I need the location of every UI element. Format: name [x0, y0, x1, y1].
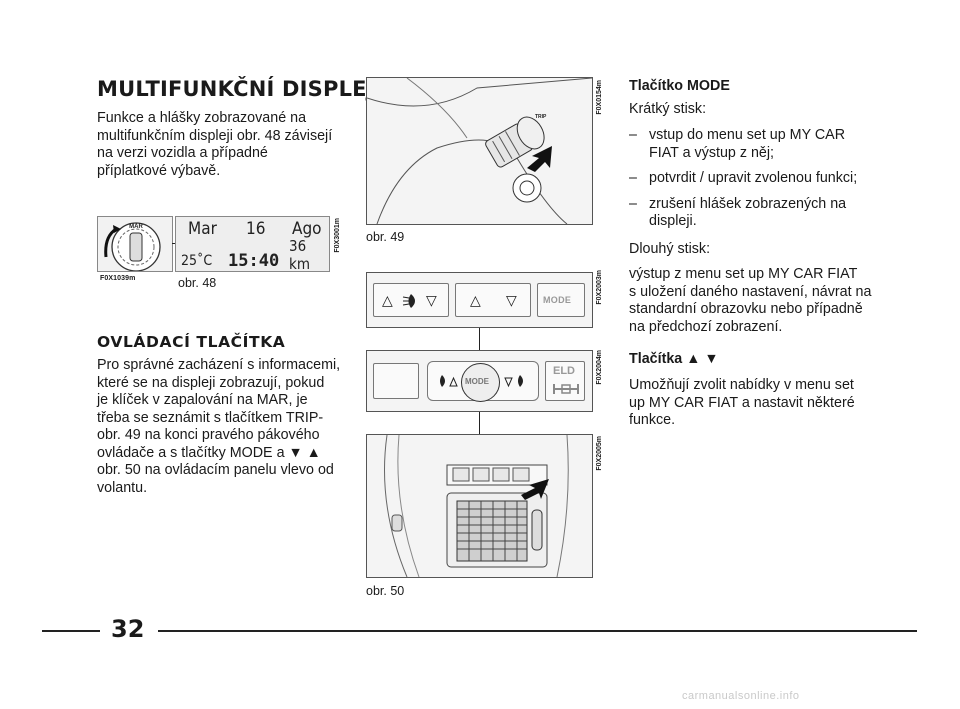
- differential-lock-icon: [553, 384, 579, 394]
- headlight-icon: [402, 294, 415, 308]
- figure-code: F0X0154m: [596, 80, 603, 115]
- lcd-time: 15:40: [228, 251, 280, 271]
- buttons-panel-figure: △ ▽ △ ▽ MODE: [366, 272, 593, 328]
- dashboard-panel-figure: MODE ELD: [366, 350, 593, 412]
- list-item: potvrdit / upravit zvolenou funkci;: [629, 170, 889, 188]
- eld-button: ELD: [545, 361, 585, 401]
- lights-buttons: △ ▽: [373, 283, 449, 317]
- blank-switch: [373, 363, 419, 399]
- mode-button: MODE: [461, 363, 500, 402]
- dashboard-illustration: [384, 434, 569, 578]
- short-press-label: Krátký stisk:: [629, 101, 707, 117]
- headlight-up-icon: [440, 375, 458, 387]
- eld-label: ELD: [553, 365, 575, 377]
- figure-caption: obr. 49: [366, 230, 405, 244]
- figure-code: F0X2005m: [596, 436, 603, 471]
- section-heading: MULTIFUNKČNÍ DISPLEJ: [97, 77, 375, 101]
- figure-code: F0X2004m: [596, 350, 603, 385]
- page-number: 32: [111, 615, 145, 643]
- lcd-place: Ago: [292, 219, 322, 239]
- dashboard-vent-figure: [366, 434, 593, 578]
- ignition-figure: MAR: [97, 216, 173, 272]
- mode-button-box: MODE: [537, 283, 585, 317]
- footer-rule-left: [42, 630, 100, 632]
- mode-controls: MODE: [427, 361, 539, 402]
- trip-stalk-figure: TRIP: [366, 77, 593, 225]
- section-heading: OVLÁDACÍ TLAČÍTKA: [97, 333, 286, 351]
- connector-line: [479, 328, 480, 350]
- ignition-dial-illustration: MAR: [104, 222, 161, 272]
- long-press-label: Dlouhý stisk:: [629, 241, 711, 257]
- controls-paragraph: Pro správné zacházení s informacemi,kter…: [97, 357, 341, 496]
- lcd-temperature: 25˚C: [181, 253, 213, 269]
- mode-button-title: Tlačítko MODE: [629, 78, 730, 94]
- trip-label: TRIP: [535, 114, 547, 120]
- figure-caption: obr. 50: [366, 584, 405, 598]
- arrow-buttons: △ ▽: [455, 283, 531, 317]
- up-arrow-icon: △: [470, 292, 481, 308]
- figure-code: F0X2003m: [596, 270, 603, 305]
- figure-caption: obr. 48: [178, 276, 217, 290]
- lcd-day: 16: [246, 219, 266, 239]
- lcd-distance: 36 km: [289, 237, 310, 273]
- watermark: carmanualsonline.info: [682, 690, 800, 702]
- headlight-down-icon: [504, 375, 523, 388]
- figure-code: F0X3001m: [334, 218, 341, 253]
- stalk-illustration: TRIP: [366, 77, 593, 225]
- footer-rule-right: [158, 630, 917, 632]
- mode-label: MODE: [543, 295, 572, 305]
- lcd-month: Mar: [188, 219, 217, 239]
- figure-code: F0X1039m: [100, 275, 136, 282]
- down-arrow-icon: ▽: [506, 292, 517, 308]
- arrow-buttons-title: Tlačítka ▲ ▼: [629, 351, 719, 367]
- connector-line: [479, 412, 480, 434]
- multifunction-display: Mar 16 Ago 36 km 25˚C 15:40: [175, 216, 330, 273]
- dial-mar-label: MAR: [129, 224, 143, 230]
